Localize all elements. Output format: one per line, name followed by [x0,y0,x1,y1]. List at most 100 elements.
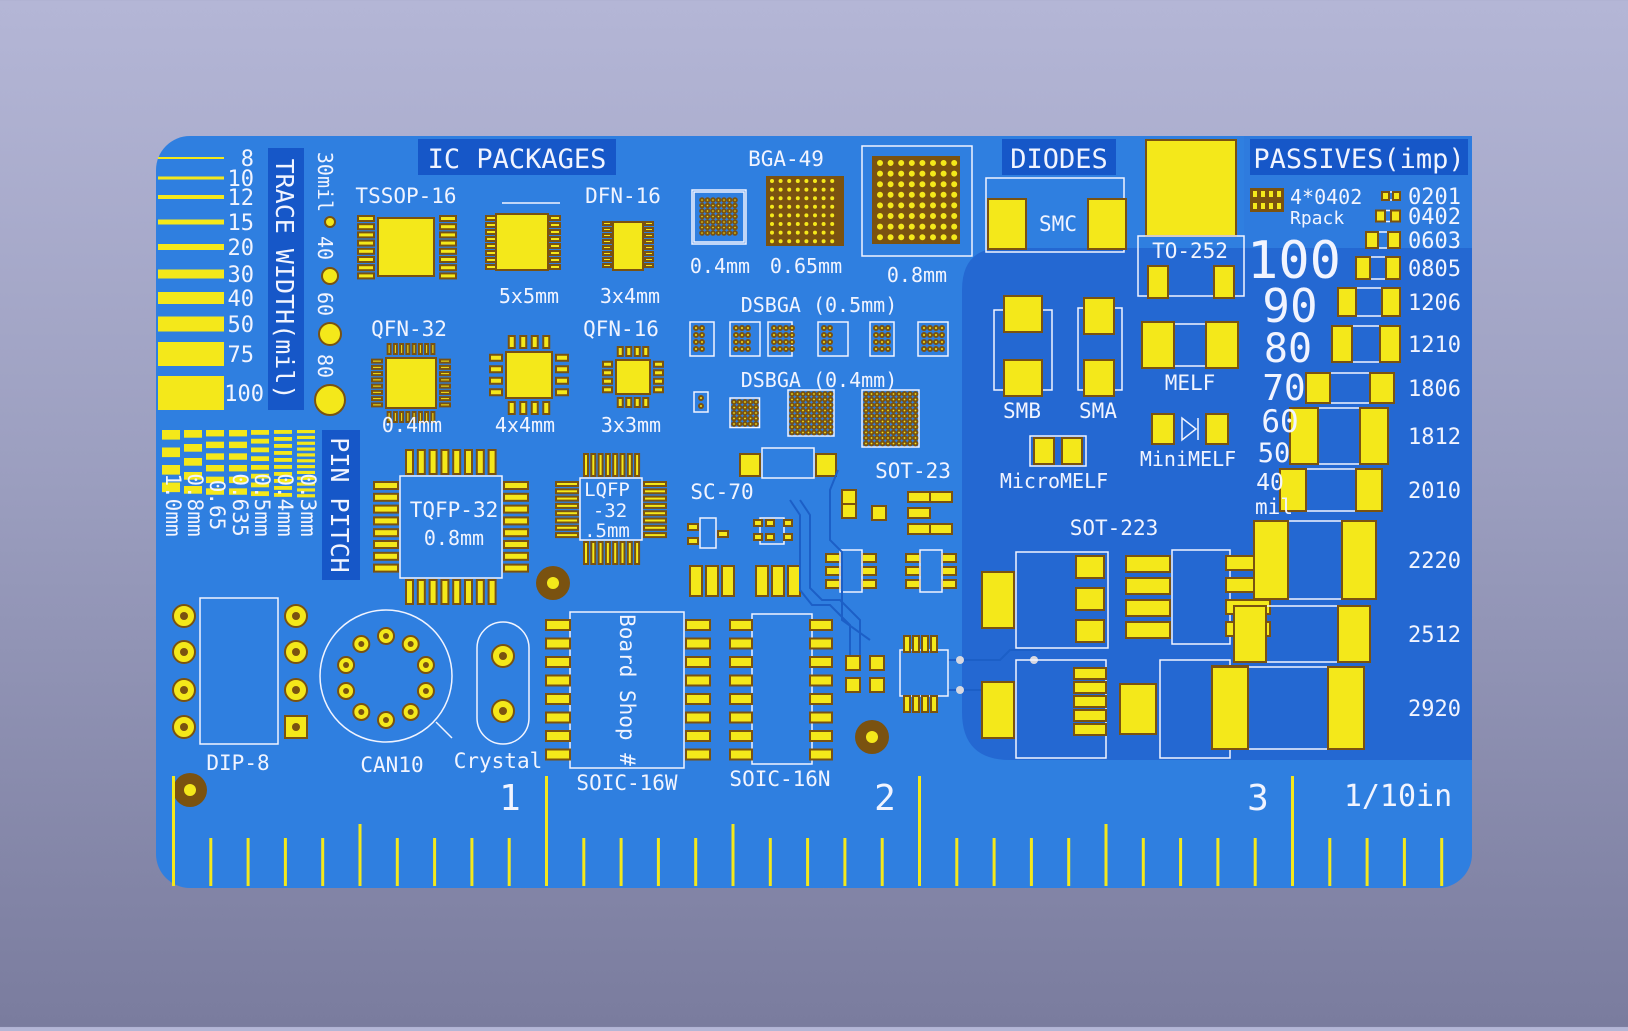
dsbga-ball [736,399,743,405]
qfn-pin [625,397,633,408]
dfn-pin [644,245,654,250]
dsbga-ball [874,424,880,430]
tssop-pin [439,239,457,247]
tssop-pin [439,247,457,255]
dsbga-ball [827,429,834,436]
bga-ball [721,202,727,209]
bga-ball [917,232,928,243]
pad [717,530,729,538]
dsbga-ball [805,391,812,397]
dsbga-ball [912,391,919,397]
dsbga-ball [863,424,869,430]
lqfp-pin [583,541,589,565]
bga-ball [776,185,785,194]
tssop-pin [357,223,375,231]
qfn-pin [439,389,451,395]
dsbga-ball [873,346,879,352]
soic-pin [545,730,571,742]
tssop-pin [439,215,457,222]
ruler-tick [1402,838,1406,886]
pad [941,579,957,589]
bga-ball [785,177,794,185]
misc-small-footprints [845,635,1038,713]
soic-pin [545,748,571,761]
drill [422,687,429,694]
lqfp-pin [643,532,667,539]
drill [180,723,188,731]
dsbga-ball [885,396,891,403]
pad [1075,619,1105,643]
sot223-label: SOT-223 [1070,516,1159,540]
bga-substrate [872,156,960,244]
soic-pin [685,619,711,631]
bga-ball [885,179,896,190]
dsbga-ball [921,325,927,331]
bga-ball [802,185,811,194]
pitch-pad [297,430,315,434]
dsbga-ball [816,424,823,430]
minimelf-pad-left [1151,413,1175,445]
bga-ball [726,197,733,203]
dsbga-ball [699,332,705,338]
pad [771,565,785,597]
bga-ball [938,158,949,168]
qfn-pin [616,397,624,408]
dsbga-ball [873,325,879,331]
passive-label-0201: 0201 [1408,185,1461,210]
dsbga-ball [753,410,759,416]
qfn-pin [371,371,383,377]
dsbga-ball [789,407,795,414]
drill [422,662,429,669]
pad-width-100: 100 [1247,231,1341,291]
dip8-label: DIP-8 [206,751,269,775]
dsbga-ball [912,435,919,441]
pad [1125,577,1171,595]
pitch-pad [274,458,292,462]
pin-pitch-title: PIN PITCH [325,437,354,572]
bga-ball [710,219,716,225]
smb-pad-top [1003,295,1043,333]
via [956,656,964,664]
pad [687,537,699,545]
bga-0.4mm-grid [693,191,745,243]
bga-ball [732,197,738,203]
bga-ball [721,208,727,214]
dsbga-ball [890,413,897,419]
dsbga-ball [827,396,834,403]
bga-ball [721,197,727,203]
passive-label-0805: 0805 [1408,257,1461,282]
bga-0.65mm-grid [766,176,844,246]
bga-ball [928,232,938,243]
dsbga-ball [816,396,823,403]
qfn-pin [633,397,641,408]
passive-pad [1337,287,1357,317]
dsbga-ball [863,396,869,403]
dfn-pin [549,243,561,249]
dfn-pin [549,257,561,263]
bga-ball [715,208,722,214]
dsbga-ball [745,332,751,338]
bga-ball [726,224,733,231]
dsbga-ball [896,396,902,403]
dfn-pin [549,264,561,270]
dsbga-ball [777,339,783,345]
dsbga-ball [885,339,891,345]
bga-ball [793,194,802,203]
chip-pad [869,677,885,693]
dsbga-ball [747,410,754,416]
ruler-tick [694,838,698,886]
bga-ball [768,228,776,237]
qfn-pin [489,365,503,374]
dsbga-ball [742,410,748,416]
dsbga-ball [896,429,902,436]
qfn-4x4-label: 4x4mm [495,413,555,437]
bga-ball [715,202,722,209]
pad [825,579,841,589]
trace-width-samples [158,157,224,410]
qfn-pin [616,346,624,357]
dsbga-ball [863,440,869,447]
qfn-pin [633,346,641,357]
bga-ball [785,202,794,211]
dsbga-ball [783,339,789,345]
